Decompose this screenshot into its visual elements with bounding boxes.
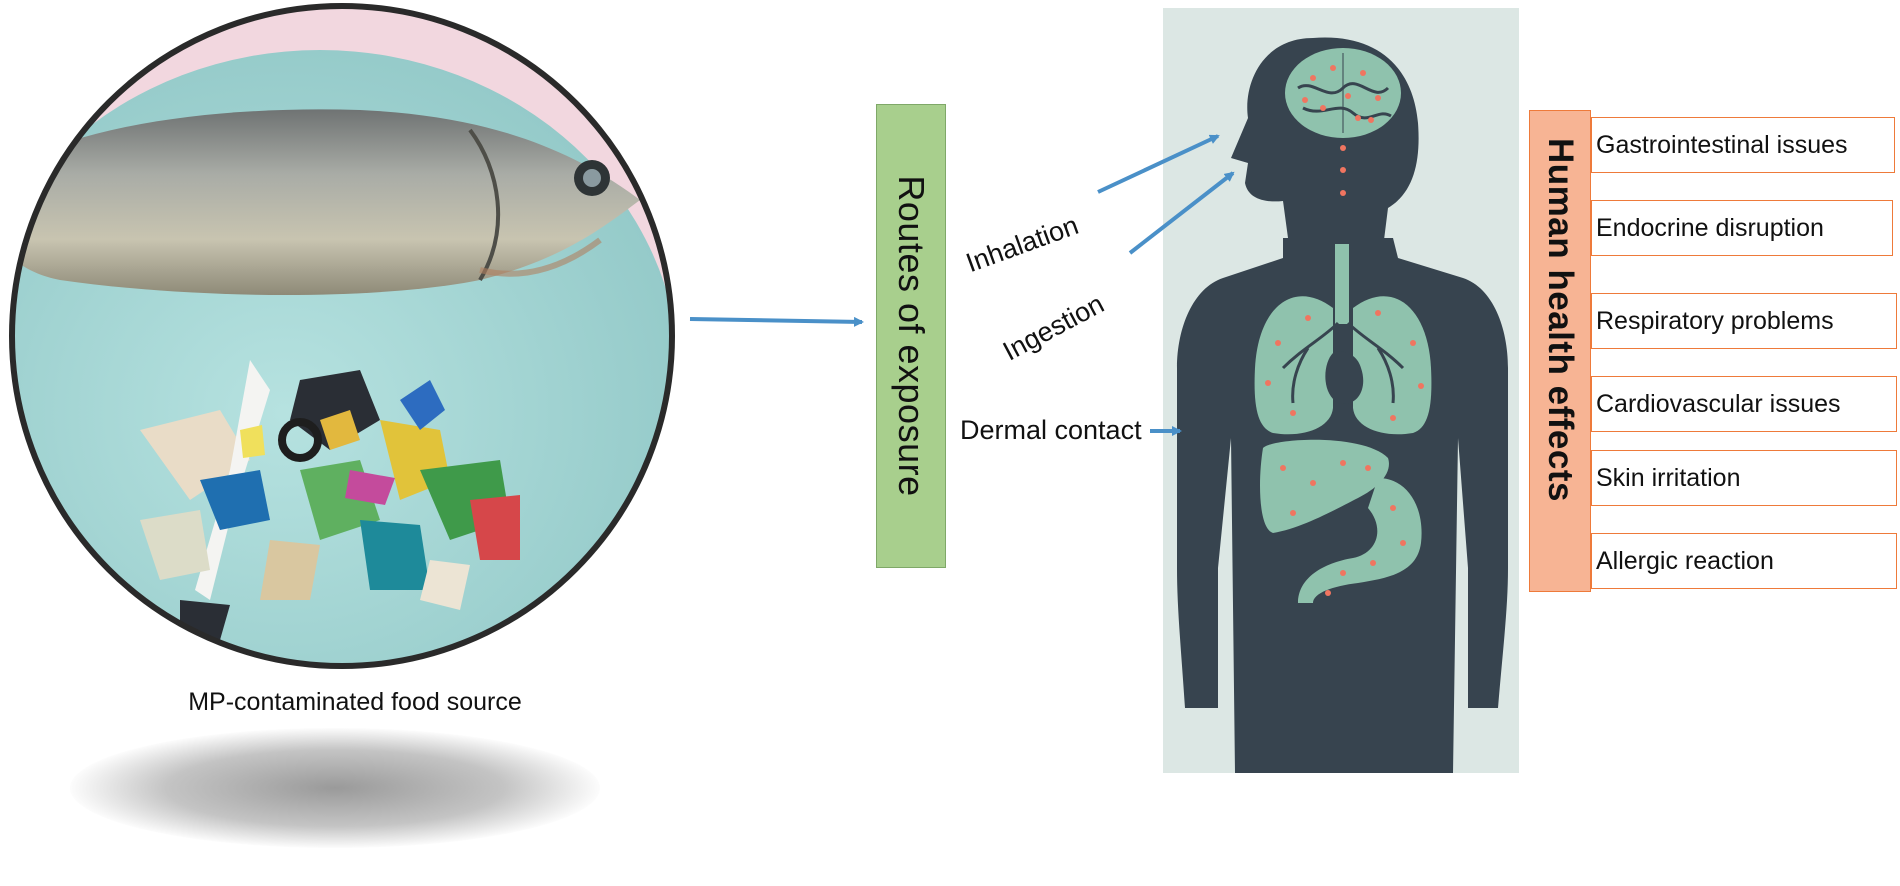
- heart: [1325, 351, 1364, 404]
- route-dermal-contact-label: Dermal contact: [960, 415, 1142, 445]
- trachea: [1335, 244, 1349, 324]
- arrow-food-to-routes: [689, 316, 864, 327]
- bronchi: [1281, 321, 1405, 404]
- effect-label: Endocrine disruption: [1596, 213, 1824, 242]
- effect-respiratory-problems: Respiratory problems: [1591, 293, 1897, 349]
- human-silhouette: [1177, 37, 1508, 773]
- effect-endocrine-disruption: Endocrine disruption: [1591, 200, 1893, 256]
- microplastic-pile: [140, 360, 520, 640]
- body-particles: [1265, 310, 1424, 596]
- human-health-effects-box: [1529, 110, 1591, 592]
- effect-skin-irritation: Skin irritation: [1591, 450, 1897, 506]
- effect-gastrointestinal-issues: Gastrointestinal issues: [1591, 117, 1895, 173]
- human-health-effects-title: Human health effects: [1541, 138, 1580, 502]
- routes-of-exposure-box: [876, 104, 946, 568]
- effect-allergic-reaction: Allergic reaction: [1591, 533, 1897, 589]
- routes-of-exposure-title: Routes of exposure: [891, 175, 932, 497]
- effect-label: Gastrointestinal issues: [1596, 130, 1848, 159]
- food-source-caption: MP-contaminated food source: [188, 688, 522, 716]
- effect-label: Skin irritation: [1596, 463, 1741, 492]
- brain: [1285, 48, 1401, 138]
- food-source-image: [9, 3, 675, 669]
- route-inhalation-label: Inhalation: [962, 209, 1083, 279]
- route-ingestion-label: Ingestion: [998, 288, 1109, 367]
- liver: [1260, 439, 1389, 533]
- food-shadow: [70, 728, 600, 848]
- effect-label: Cardiovascular issues: [1596, 389, 1841, 418]
- fish: [12, 109, 640, 295]
- brain-particles: [1302, 65, 1381, 196]
- effect-cardiovascular-issues: Cardiovascular issues: [1591, 376, 1897, 432]
- effect-label: Allergic reaction: [1596, 546, 1774, 575]
- effect-label: Respiratory problems: [1596, 306, 1834, 335]
- lungs: [1254, 296, 1432, 435]
